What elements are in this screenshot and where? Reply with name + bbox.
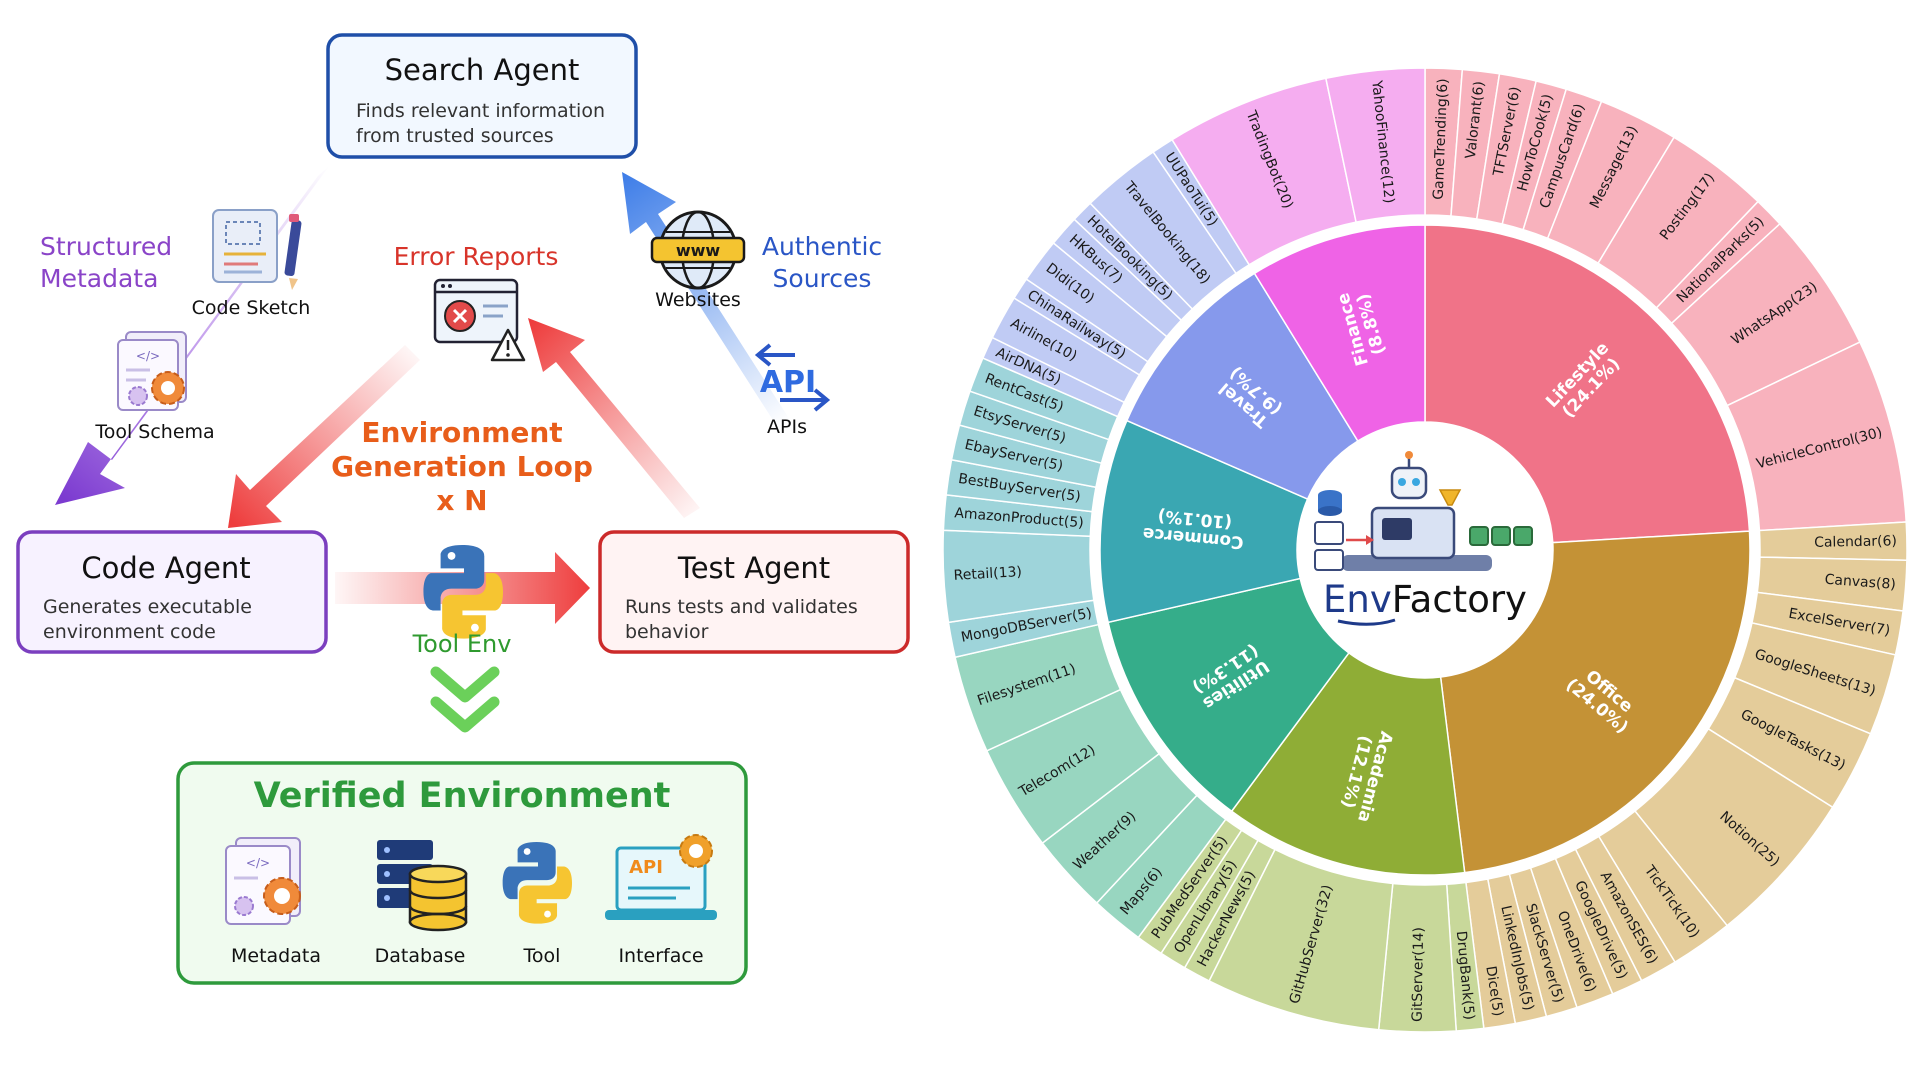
- globe-www-text: www: [676, 241, 721, 260]
- verified-environment-box: Verified Environment </> Metadata D: [176, 761, 748, 985]
- loop-label-line1: Environment: [361, 416, 562, 449]
- test-agent-title: Test Agent: [677, 551, 830, 585]
- brand-underline: [1337, 618, 1396, 626]
- subcategory-label-canvas: Canvas(8): [1824, 572, 1896, 593]
- arrow-test-to-error: [528, 318, 700, 518]
- brand-factory: Factory: [1392, 578, 1527, 621]
- subcategory-label-gametrending: GameTrending(6): [1431, 78, 1452, 200]
- envfactory-center: EnvFactory: [1297, 422, 1553, 678]
- verified-environment-title: Verified Environment: [254, 776, 671, 816]
- code-sketch-icon: [212, 209, 302, 290]
- code-sketch-label: Code Sketch: [192, 297, 311, 319]
- verified-item-database: Database: [375, 945, 466, 967]
- code-agent-title: Code Agent: [81, 551, 250, 585]
- subcategory-label-gitserver: GitServer(14): [1410, 927, 1427, 1022]
- loop-label-line3: x N: [436, 484, 487, 517]
- interface-api-text: API: [629, 857, 663, 878]
- verified-item-metadata: Metadata: [231, 945, 321, 967]
- database-icon: [377, 840, 468, 932]
- verified-item-tool: Tool: [523, 945, 561, 967]
- python-icon: [502, 842, 572, 924]
- verified-item-interface: Interface: [618, 945, 703, 967]
- authentic-sources-label-line2: Sources: [773, 264, 872, 293]
- python-icon: [423, 545, 503, 639]
- brand-wordmark: EnvFactory: [1323, 578, 1527, 621]
- arrow-structured-metadata: [55, 165, 330, 505]
- test-agent-desc-line2: behavior: [625, 621, 709, 643]
- subcategory-label-retail: Retail(13): [953, 564, 1022, 584]
- robot-factory-icon: [1314, 451, 1533, 571]
- tool-schema-label: Tool Schema: [94, 421, 214, 443]
- code-agent-desc-line2: environment code: [43, 621, 216, 643]
- api-exchange-icon: API: [754, 343, 831, 412]
- sunburst-chart: Lifestyle(24.1%)GameTrending(6)Valorant(…: [942, 67, 1908, 1033]
- metadata-code-glyph: </>: [246, 856, 270, 870]
- subcategory-label-calendar: Calendar(6): [1814, 533, 1897, 551]
- arrow-error-to-code: [228, 345, 420, 528]
- search-agent-desc-line1: Finds relevant information: [356, 100, 605, 122]
- search-agent-box: Search Agent Finds relevant information …: [326, 33, 638, 159]
- test-agent-box: Test Agent Runs tests and validates beha…: [598, 530, 910, 654]
- apis-label: APIs: [767, 416, 807, 438]
- tool-schema-code-glyph: </>: [136, 349, 160, 363]
- globe-icon: www: [650, 210, 746, 290]
- search-agent-desc-line2: from trusted sources: [356, 125, 554, 147]
- code-agent-box: Code Agent Generates executable environm…: [16, 530, 328, 654]
- structured-metadata-label-line1: Structured: [40, 232, 172, 261]
- tool-env-label: Tool Env: [412, 630, 512, 658]
- subcategory-slice-yahoofinance: [1324, 67, 1426, 224]
- tool-schema-icon: </>: [117, 331, 187, 411]
- api-interface-icon: API: [605, 834, 717, 920]
- api-icon-text: API: [760, 365, 816, 400]
- code-agent-desc-line1: Generates executable: [43, 596, 252, 618]
- error-reports-label: Error Reports: [394, 242, 559, 271]
- chevron-down-icon: [430, 666, 500, 733]
- test-agent-desc-line1: Runs tests and validates: [625, 596, 858, 618]
- error-report-icon: [433, 278, 526, 362]
- brand-env: Env: [1323, 578, 1392, 621]
- search-agent-title: Search Agent: [385, 53, 580, 87]
- category-label-finance: Finance(8.8%): [1333, 285, 1391, 368]
- loop-label-line2: Generation Loop: [331, 450, 593, 483]
- structured-metadata-label-line2: Metadata: [40, 264, 158, 293]
- subcategory-label-dice: Dice(5): [1482, 965, 1506, 1018]
- authentic-sources-label-line1: Authentic: [762, 232, 882, 261]
- websites-label: Websites: [655, 289, 741, 311]
- metadata-icon: </>: [225, 837, 301, 925]
